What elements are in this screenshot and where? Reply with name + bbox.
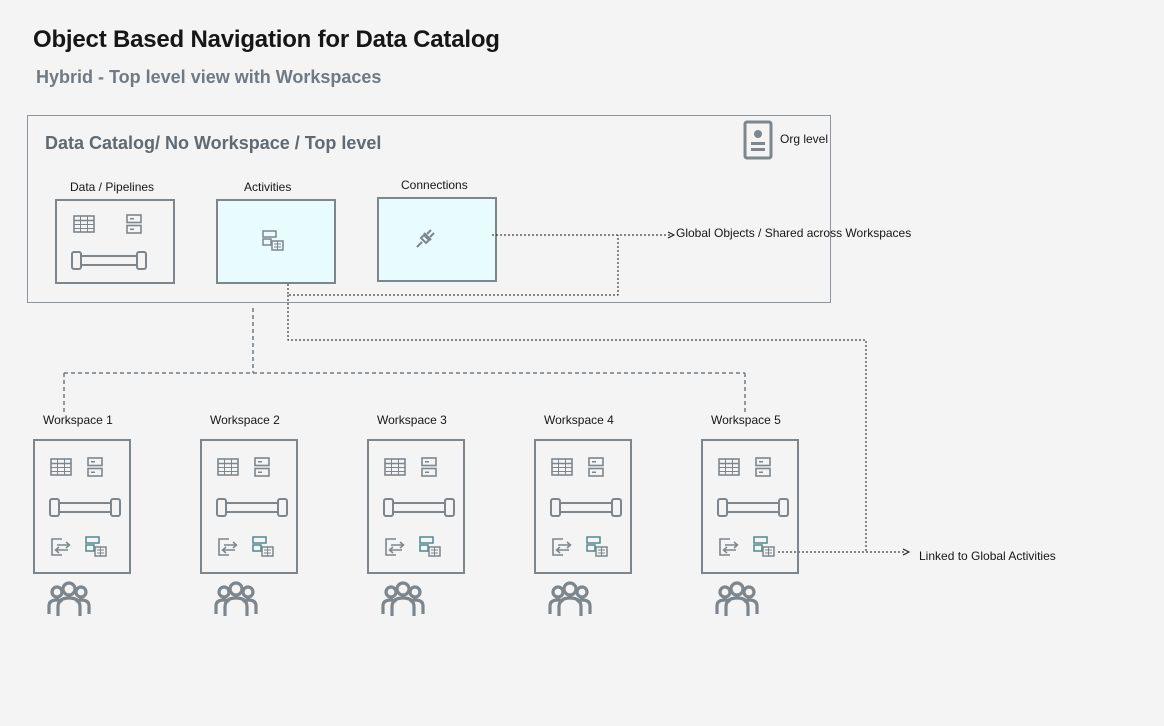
workspace-box-5[interactable]	[701, 439, 799, 574]
activities-box[interactable]	[216, 199, 336, 284]
section-label-data-pipelines: Data / Pipelines	[70, 180, 155, 194]
page-title: Object Based Navigation for Data Catalog	[33, 26, 500, 53]
workspace-label-2: Workspace 2	[210, 413, 280, 427]
workspace-box-3[interactable]	[367, 439, 465, 574]
pipeline-icon	[383, 498, 455, 517]
linked-arrow-head	[902, 548, 911, 556]
activity-icon	[262, 230, 284, 251]
data-pipelines-box[interactable]	[55, 199, 175, 284]
transfer-icon	[552, 538, 572, 556]
table-icon	[50, 458, 72, 476]
server-icon	[755, 457, 771, 477]
table-icon	[73, 215, 95, 233]
page-subtitle: Hybrid - Top level view with Workspaces	[36, 67, 382, 87]
transfer-icon	[51, 538, 71, 556]
linked-activities-annotation: Linked to Global Activities	[919, 549, 1056, 563]
activity-icon	[753, 536, 775, 557]
workspace-branch-line	[63, 308, 746, 414]
user-group-icon	[548, 581, 592, 616]
global-arrow-head	[667, 231, 676, 239]
server-icon	[588, 457, 604, 477]
pipeline-icon	[216, 498, 288, 517]
section-label-activities: Activities	[244, 180, 292, 194]
org-badge-icon	[743, 120, 773, 160]
server-icon	[126, 214, 142, 234]
pipeline-icon	[717, 498, 789, 517]
server-icon	[421, 457, 437, 477]
transfer-icon	[218, 538, 238, 556]
activity-icon	[252, 536, 274, 557]
workspace-label-5: Workspace 5	[711, 413, 781, 427]
workspace-label-4: Workspace 4	[544, 413, 614, 427]
connections-box[interactable]	[377, 197, 497, 282]
activity-icon	[85, 536, 107, 557]
top-level-frame	[27, 115, 831, 303]
plug-icon	[416, 229, 435, 248]
user-group-icon	[47, 581, 91, 616]
workspace-box-1[interactable]	[33, 439, 131, 574]
activities-to-global-line	[287, 235, 619, 296]
pipeline-icon	[49, 498, 121, 517]
user-group-icon	[214, 581, 258, 616]
workspace-box-2[interactable]	[200, 439, 298, 574]
workspace-label-3: Workspace 3	[377, 413, 447, 427]
top-level-title: Data Catalog/ No Workspace / Top level	[45, 133, 382, 153]
transfer-icon	[719, 538, 739, 556]
workspace-box-4[interactable]	[534, 439, 632, 574]
section-label-connections: Connections	[401, 178, 468, 192]
workspace-label-1: Workspace 1	[43, 413, 113, 427]
user-group-icon	[381, 581, 425, 616]
activity-icon	[586, 536, 608, 557]
org-level-label: Org level	[780, 132, 829, 146]
pipeline-icon	[550, 498, 622, 517]
activities-to-linked-line	[287, 295, 867, 553]
transfer-icon	[385, 538, 405, 556]
server-icon	[87, 457, 103, 477]
pipeline-icon	[71, 251, 147, 270]
activity-icon	[419, 536, 441, 557]
table-icon	[217, 458, 239, 476]
global-objects-annotation: Global Objects / Shared across Workspace…	[676, 226, 912, 240]
table-icon	[718, 458, 740, 476]
table-icon	[551, 458, 573, 476]
user-group-icon	[715, 581, 759, 616]
server-icon	[254, 457, 270, 477]
table-icon	[384, 458, 406, 476]
